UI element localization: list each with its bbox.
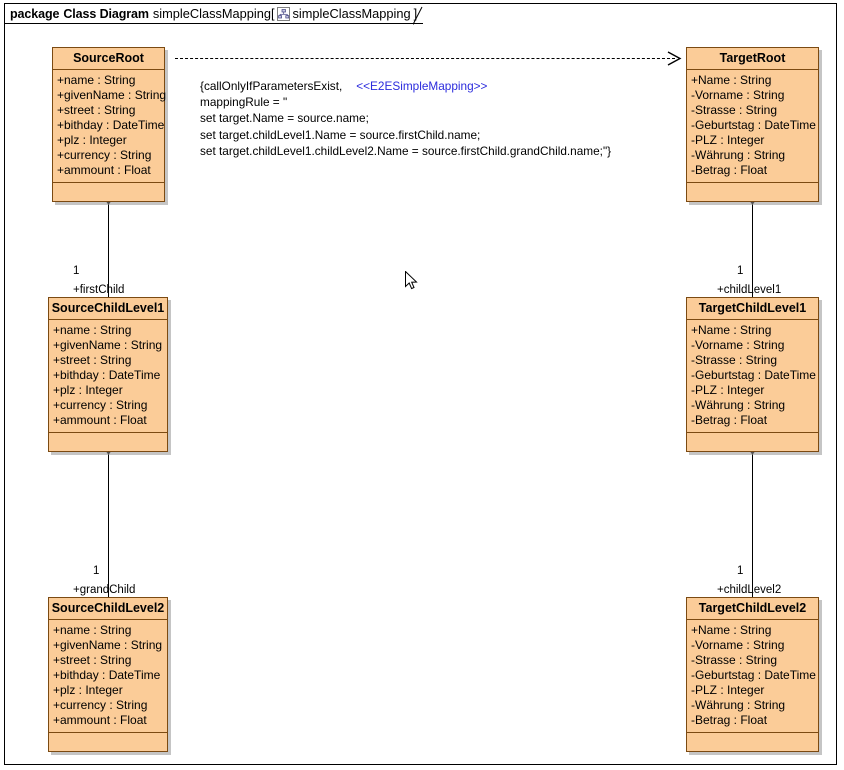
class-name-target-root: TargetRoot bbox=[687, 48, 818, 70]
attribute-row: -Währung : String bbox=[691, 398, 786, 412]
attribute-row: +bithday : DateTime bbox=[53, 668, 161, 682]
attribute-row: -Strasse : String bbox=[691, 653, 778, 667]
attribute-row: +bithday : DateTime bbox=[57, 118, 165, 132]
class-box-target-child-level2[interactable]: TargetChildLevel2 +Name : String -Vornam… bbox=[686, 597, 819, 752]
tab-bracket-close: ] bbox=[413, 6, 418, 21]
class-box-source-root[interactable]: SourceRoot +name : String +givenName : S… bbox=[52, 47, 167, 202]
attribute-row: -Vorname : String bbox=[691, 638, 785, 652]
attribute-row: -Betrag : Float bbox=[691, 413, 768, 427]
assoc-line-source-child1-child2[interactable] bbox=[108, 450, 109, 598]
attribute-row: +bithday : DateTime bbox=[53, 368, 161, 382]
class-attributes-source-root: +name : String +givenName : String +stre… bbox=[53, 70, 167, 183]
attribute-row: -Vorname : String bbox=[691, 338, 785, 352]
attribute-row: -PLZ : Integer bbox=[691, 683, 765, 697]
note-line-1: {callOnlyIfParametersExist, <<E2ESimpleMa… bbox=[200, 78, 650, 94]
class-name-source-child-level2: SourceChildLevel2 bbox=[49, 598, 167, 620]
note-line-2: mappingRule = " bbox=[200, 95, 288, 110]
assoc-multiplicity-target-root-child1: 1 bbox=[737, 265, 744, 277]
attribute-row: +name : String bbox=[53, 623, 132, 637]
attribute-row: -Geburtstag : DateTime bbox=[691, 368, 816, 382]
mapping-rule-annotation: {callOnlyIfParametersExist, <<E2ESimpleMa… bbox=[200, 78, 650, 159]
class-operations-target-child-level1 bbox=[687, 433, 818, 451]
class-box-target-child-level1[interactable]: TargetChildLevel1 +Name : String -Vornam… bbox=[686, 297, 819, 452]
package-keyword: package bbox=[10, 6, 60, 21]
assoc-line-target-child1-child2[interactable] bbox=[752, 450, 753, 598]
assoc-role-source-root-child1: +firstChild bbox=[73, 284, 125, 296]
attribute-row: -Geburtstag : DateTime bbox=[691, 668, 816, 682]
attribute-row: +givenName : String bbox=[57, 88, 167, 102]
assoc-role-source-child1-child2: +grandChild bbox=[73, 584, 136, 596]
assoc-multiplicity-source-root-child1: 1 bbox=[73, 265, 80, 277]
assoc-role-target-child1-child2: +childLevel2 bbox=[717, 584, 782, 596]
class-attributes-source-child-level2: +name : String +givenName : String +stre… bbox=[49, 620, 167, 733]
class-box-source-child-level2[interactable]: SourceChildLevel2 +name : String +givenN… bbox=[48, 597, 168, 752]
note-line-3: set target.Name = source.name; bbox=[200, 111, 369, 126]
attribute-row: +name : String bbox=[53, 323, 132, 337]
attribute-row: -Strasse : String bbox=[691, 103, 778, 117]
class-diagram-icon bbox=[276, 6, 290, 21]
attribute-row: -Betrag : Float bbox=[691, 163, 768, 177]
attribute-row: -Betrag : Float bbox=[691, 713, 768, 727]
attribute-row: +plz : Integer bbox=[53, 683, 123, 697]
attribute-row: +street : String bbox=[57, 103, 136, 117]
class-operations-target-child-level2 bbox=[687, 733, 818, 751]
attribute-row: +ammount : Float bbox=[53, 413, 147, 427]
dependency-line-source-to-target[interactable] bbox=[175, 58, 675, 60]
class-operations-source-child-level1 bbox=[49, 433, 167, 451]
class-box-source-child-level1[interactable]: SourceChildLevel1 +name : String +givenN… bbox=[48, 297, 168, 452]
attribute-row: +street : String bbox=[53, 353, 132, 367]
attribute-row: +currency : String bbox=[57, 148, 152, 162]
class-operations-target-root bbox=[687, 183, 818, 201]
attribute-row: +currency : String bbox=[53, 698, 148, 712]
class-attributes-source-child-level1: +name : String +givenName : String +stre… bbox=[49, 320, 167, 433]
attribute-row: -PLZ : Integer bbox=[691, 133, 765, 147]
diagram-name-label: simpleClassMapping[ bbox=[152, 6, 275, 21]
tab-ref-name: simpleClassMapping bbox=[292, 6, 411, 21]
dependency-open-arrowhead-icon bbox=[667, 51, 682, 66]
attribute-row: -Währung : String bbox=[691, 148, 786, 162]
package-tab-slant-edge bbox=[413, 6, 423, 25]
assoc-line-target-root-child1[interactable] bbox=[752, 200, 753, 298]
assoc-multiplicity-target-child1-child2: 1 bbox=[737, 565, 744, 577]
attribute-row: -Strasse : String bbox=[691, 353, 778, 367]
stereotype-text: <<E2ESimpleMapping>> bbox=[356, 79, 488, 93]
attribute-row: -PLZ : Integer bbox=[691, 383, 765, 397]
attribute-row: +givenName : String bbox=[53, 638, 163, 652]
attribute-row: +givenName : String bbox=[53, 338, 163, 352]
assoc-multiplicity-source-child1-child2: 1 bbox=[93, 565, 100, 577]
attribute-row: +name : String bbox=[57, 73, 136, 87]
note-line-5: set target.childLevel1.childLevel2.Name … bbox=[200, 143, 612, 158]
class-operations-source-root bbox=[53, 183, 164, 201]
note-line-4: set target.childLevel1.Name = source.fir… bbox=[200, 127, 481, 142]
class-name-source-root: SourceRoot bbox=[53, 48, 164, 70]
assoc-line-source-root-child1[interactable] bbox=[108, 200, 109, 298]
class-operations-source-child-level2 bbox=[49, 733, 167, 751]
attribute-row: +Name : String bbox=[691, 323, 772, 337]
class-attributes-target-root: +Name : String -Vorname : String -Strass… bbox=[687, 70, 818, 183]
class-box-target-root[interactable]: TargetRoot +Name : String -Vorname : Str… bbox=[686, 47, 819, 202]
attribute-row: +Name : String bbox=[691, 623, 772, 637]
class-name-target-child-level2: TargetChildLevel2 bbox=[687, 598, 818, 620]
attribute-row: +street : String bbox=[53, 653, 132, 667]
attribute-row: -Vorname : String bbox=[691, 88, 785, 102]
class-attributes-target-child-level2: +Name : String -Vorname : String -Strass… bbox=[687, 620, 818, 733]
assoc-role-target-root-child1: +childLevel1 bbox=[717, 284, 782, 296]
attribute-row: +ammount : Float bbox=[53, 713, 147, 727]
constraint-text: {callOnlyIfParametersExist, bbox=[200, 79, 343, 93]
class-name-source-child-level1: SourceChildLevel1 bbox=[49, 298, 167, 320]
attribute-row: +Name : String bbox=[691, 73, 772, 87]
class-attributes-target-child-level1: +Name : String -Vorname : String -Strass… bbox=[687, 320, 818, 433]
attribute-row: +plz : Integer bbox=[53, 383, 123, 397]
attribute-row: -Währung : String bbox=[691, 698, 786, 712]
class-name-target-child-level1: TargetChildLevel1 bbox=[687, 298, 818, 320]
attribute-row: +ammount : Float bbox=[57, 163, 151, 177]
attribute-row: +currency : String bbox=[53, 398, 148, 412]
diagram-kind-label: Class Diagram bbox=[63, 6, 149, 21]
attribute-row: -Geburtstag : DateTime bbox=[691, 118, 816, 132]
attribute-row: +plz : Integer bbox=[57, 133, 127, 147]
package-header-tab[interactable]: package Class Diagram simpleClassMapping… bbox=[4, 3, 424, 24]
